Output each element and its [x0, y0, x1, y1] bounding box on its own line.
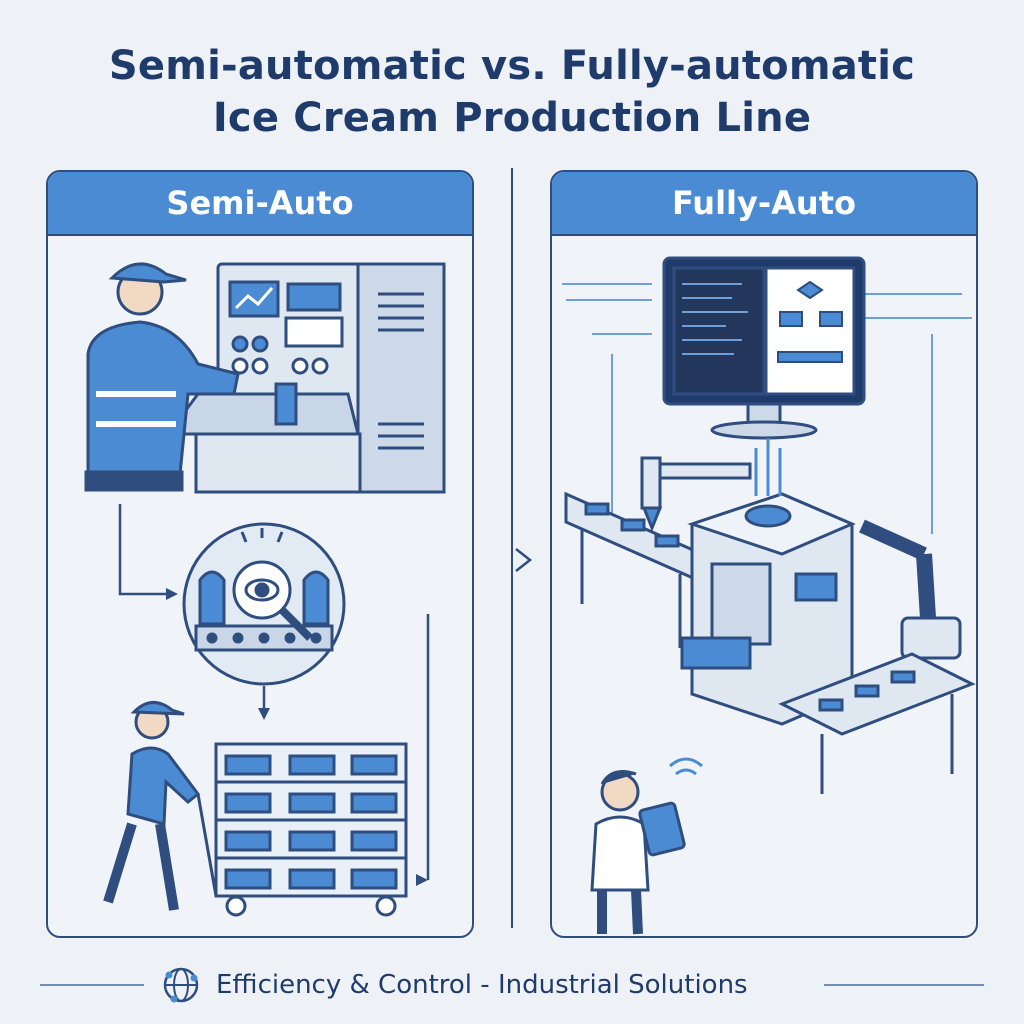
fully-auto-panel: Fully-Auto	[550, 170, 978, 938]
semi-auto-header: Semi-Auto	[48, 172, 472, 236]
footer-tagline: Efficiency & Control - Industrial Soluti…	[216, 970, 748, 1000]
robot-arm-right	[859, 519, 962, 660]
center-divider	[511, 168, 513, 928]
footer: Efficiency & Control - Industrial Soluti…	[160, 962, 748, 1008]
operator-figure	[84, 262, 240, 492]
page-title: Semi-automatic vs. Fully-automatic Ice C…	[0, 40, 1024, 144]
data-flow-lines	[562, 283, 972, 534]
conveyor-belt-input	[564, 491, 704, 648]
divider-chevron-icon	[515, 548, 533, 572]
product-cart	[196, 742, 408, 917]
control-cabinet	[165, 262, 446, 494]
footer-rule-right	[824, 984, 984, 986]
flow-arrow	[118, 504, 166, 596]
title-line-1: Semi-automatic vs. Fully-automatic	[108, 43, 916, 89]
monitor-icon	[662, 256, 866, 440]
semi-auto-panel: Semi-Auto	[46, 170, 474, 938]
arrow-head-icon	[166, 588, 178, 600]
arrow-head-icon-2	[258, 708, 270, 720]
worker-figure	[103, 701, 201, 911]
wifi-icon	[669, 757, 703, 776]
arrow-head-icon-3	[416, 874, 428, 886]
technician-figure	[590, 770, 686, 935]
footer-rule-left	[40, 984, 144, 986]
conveyor-belt-output	[778, 652, 976, 794]
globe-network-icon	[163, 967, 199, 1003]
production-machine	[680, 438, 856, 726]
fully-auto-header: Fully-Auto	[552, 172, 976, 236]
quality-inspection-icon	[182, 522, 346, 686]
semi-auto-illustration	[84, 262, 446, 917]
fully-auto-illustration	[562, 256, 976, 935]
title-line-2: Ice Cream Production Line	[212, 95, 812, 141]
robot-arm-left	[640, 456, 752, 533]
